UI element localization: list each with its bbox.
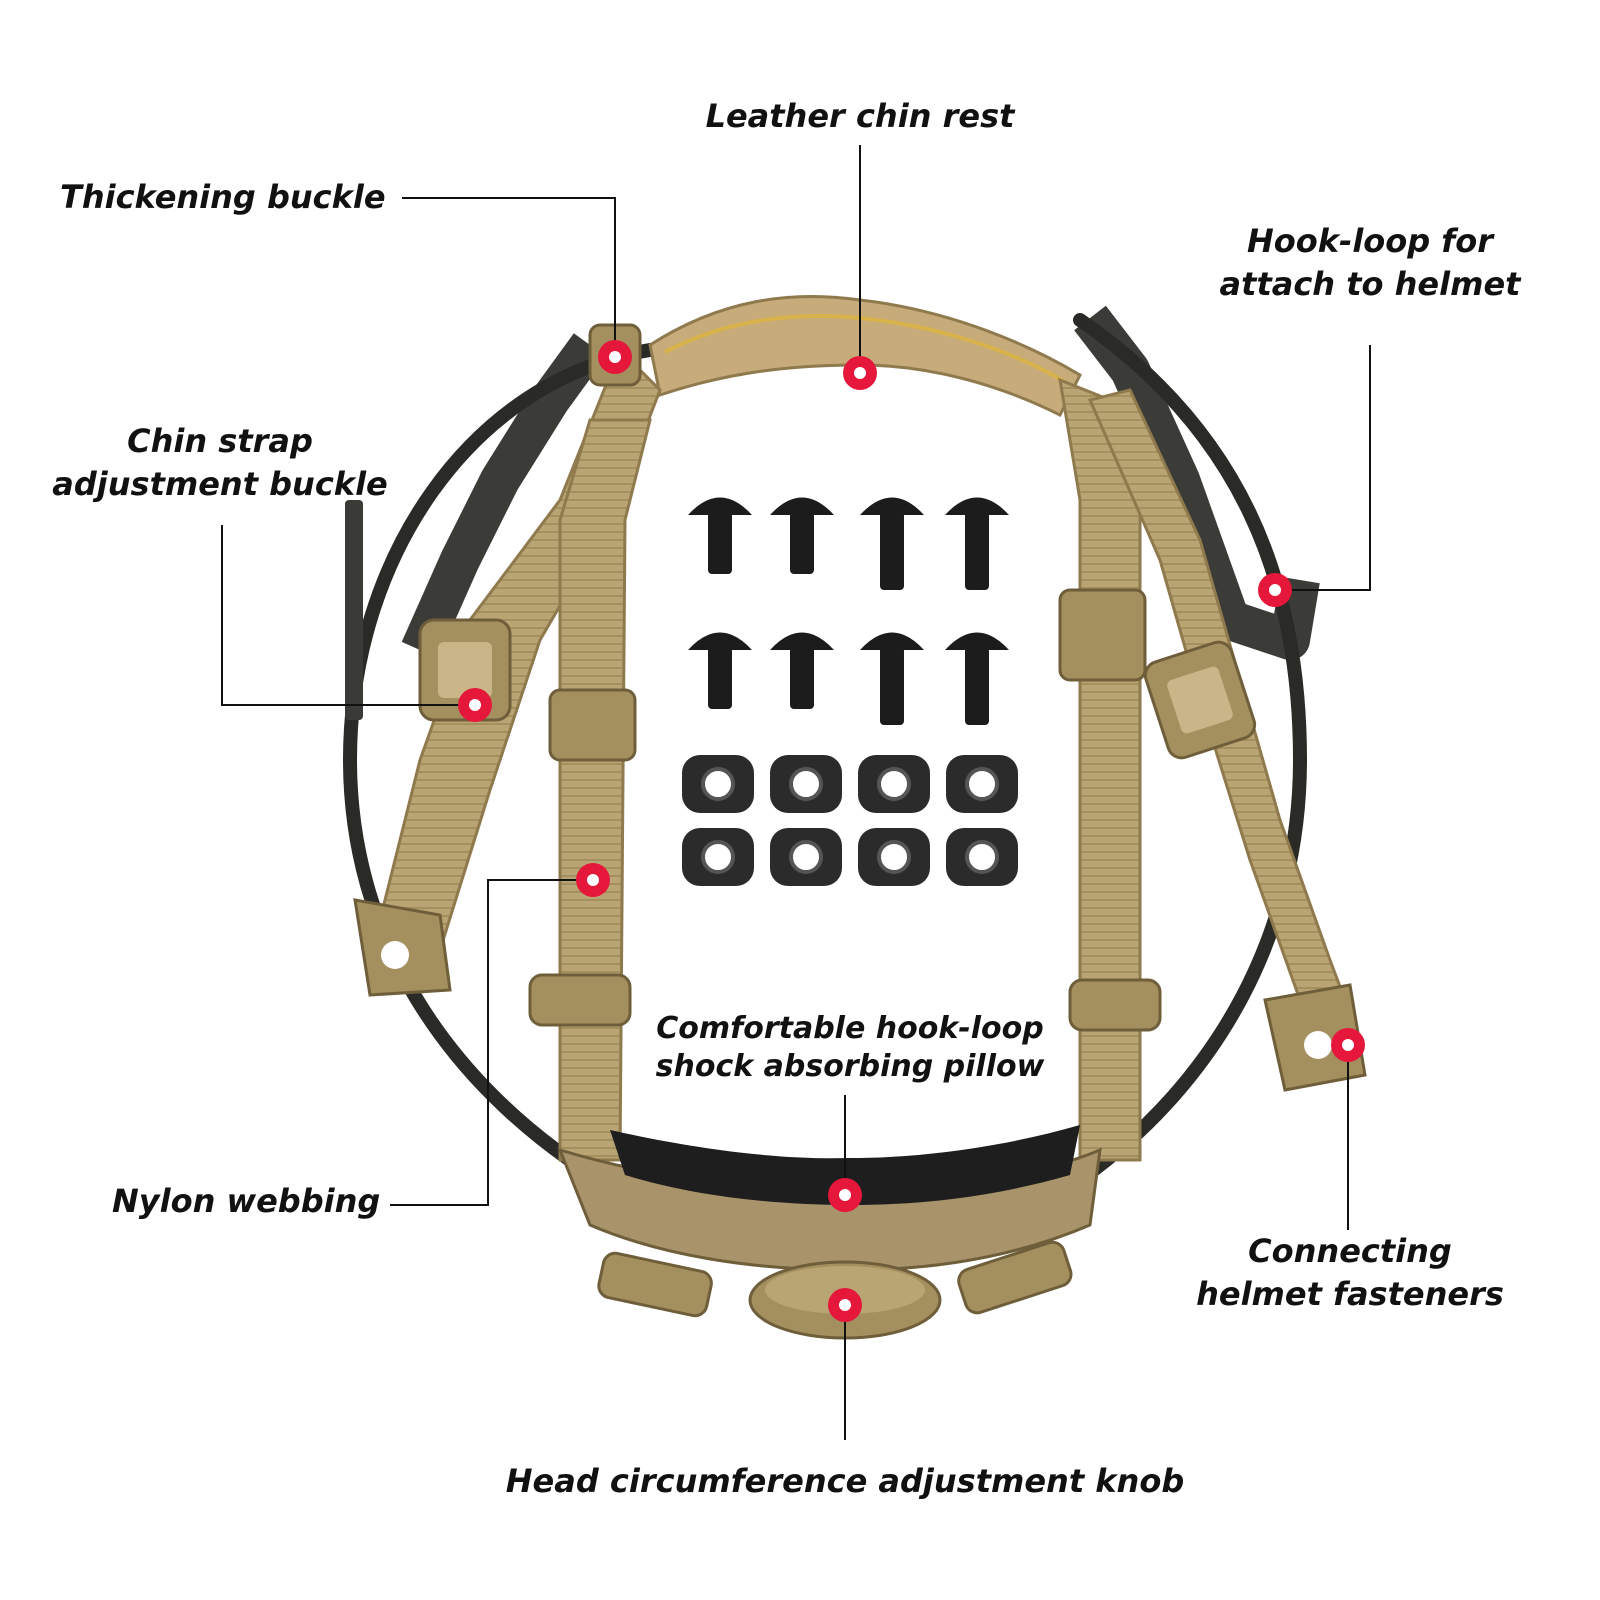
label-adjustment-knob: Head circumference adjustment knob <box>470 1460 1220 1503</box>
marker-chin-strap-buckle <box>458 688 492 722</box>
screw-icon <box>945 497 1009 590</box>
t-nut-icon <box>770 828 842 886</box>
t-nut-icon <box>682 755 754 813</box>
label-chin-strap-line2: adjustment buckle <box>52 465 388 503</box>
marker-fasteners <box>1331 1028 1365 1062</box>
hardware-t-nuts-icon <box>682 755 1018 886</box>
screw-icon <box>770 497 834 574</box>
label-nylon-webbing: Nylon webbing <box>112 1180 392 1223</box>
label-adjustment-knob-text: Head circumference adjustment knob <box>505 1462 1185 1500</box>
label-leather-chin-rest: Leather chin rest <box>680 95 1040 138</box>
t-nut-icon <box>770 755 842 813</box>
marker-nylon-webbing <box>576 863 610 897</box>
label-thickening-buckle-text: Thickening buckle <box>60 178 386 216</box>
screw-icon <box>860 497 924 590</box>
buckles <box>353 323 1367 1092</box>
screw-icon <box>945 632 1009 725</box>
label-thickening-buckle: Thickening buckle <box>60 176 400 219</box>
marker-leather-chin-rest <box>843 356 877 390</box>
label-fasteners-line1: Connecting <box>1248 1232 1452 1270</box>
leader-lines <box>221 145 1371 1440</box>
leader-hook-loop <box>1282 345 1371 591</box>
label-pillow-line2: shock absorbing pillow <box>655 1049 1045 1084</box>
t-nut-icon <box>682 828 754 886</box>
marker-thickening-buckle <box>598 340 632 374</box>
t-nut-icon <box>858 755 930 813</box>
label-nylon-webbing-text: Nylon webbing <box>112 1182 381 1220</box>
label-hook-loop: Hook-loop for attach to helmet <box>1200 220 1540 306</box>
t-nut-icon <box>946 828 1018 886</box>
hardware-screws-icon <box>688 497 1009 725</box>
screw-icon <box>688 497 752 574</box>
label-pillow-line1: Comfortable hook-loop <box>656 1011 1044 1046</box>
headband <box>342 305 1320 1187</box>
label-chin-strap-line1: Chin strap <box>127 422 313 460</box>
label-leather-chin-rest-text: Leather chin rest <box>705 97 1015 135</box>
t-nut-icon <box>858 828 930 886</box>
marker-pillow <box>828 1178 862 1212</box>
screw-icon <box>688 632 752 709</box>
label-pillow: Comfortable hook-loop shock absorbing pi… <box>640 1010 1060 1086</box>
t-nut-icon <box>946 755 1018 813</box>
marker-hook-loop <box>1258 573 1292 607</box>
screw-icon <box>770 632 834 709</box>
leader-thickening-buckle <box>402 197 616 357</box>
label-hook-loop-line2: attach to helmet <box>1219 265 1521 303</box>
marker-adjustment-knob <box>828 1288 862 1322</box>
leader-nylon-webbing <box>390 879 590 1206</box>
label-hook-loop-line1: Hook-loop for <box>1247 222 1493 260</box>
callout-markers <box>458 340 1365 1322</box>
label-fasteners-line2: helmet fasteners <box>1196 1275 1504 1313</box>
chin-rest <box>648 295 1082 418</box>
label-fasteners: Connecting helmet fasteners <box>1180 1230 1520 1316</box>
leader-chin-strap-buckle <box>221 525 470 706</box>
screw-icon <box>860 632 924 725</box>
label-chin-strap-buckle: Chin strap adjustment buckle <box>50 420 390 506</box>
